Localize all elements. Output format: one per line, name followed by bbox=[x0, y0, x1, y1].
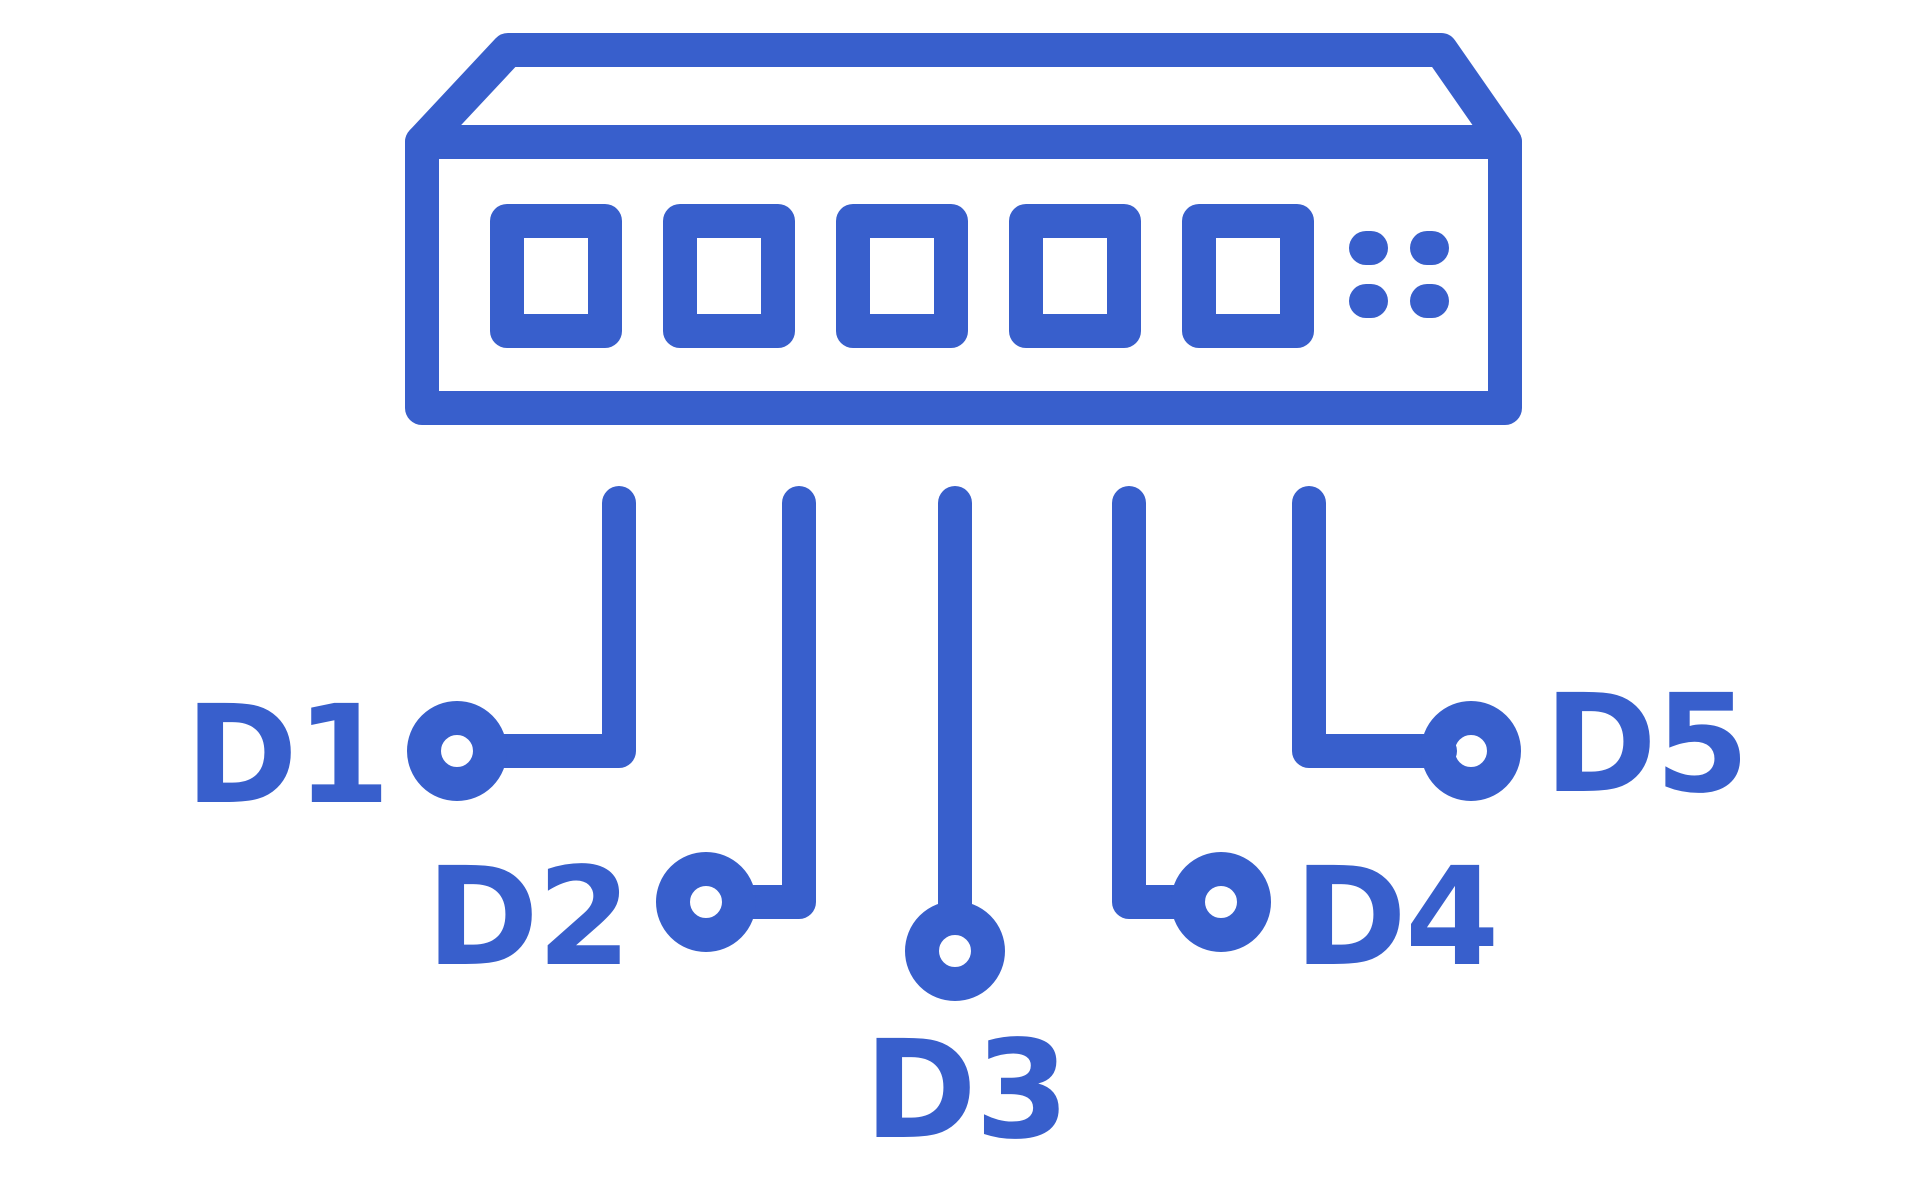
device-label-d1: D1 bbox=[185, 677, 389, 835]
cable-d2 bbox=[723, 486, 816, 919]
device-label-d5: D5 bbox=[1544, 666, 1748, 824]
port-3 bbox=[836, 204, 968, 348]
port-2 bbox=[663, 204, 795, 348]
cable-d5 bbox=[1292, 486, 1457, 768]
device-node-d1 bbox=[407, 701, 507, 801]
device-label-d3: D3 bbox=[864, 1012, 1068, 1170]
device-node-d2 bbox=[656, 852, 756, 952]
switch-front-panel bbox=[405, 125, 1522, 425]
device-node-d5 bbox=[1421, 701, 1521, 801]
port-5 bbox=[1182, 204, 1314, 348]
device-label-d2: D2 bbox=[426, 839, 630, 997]
switch-top-face bbox=[405, 33, 1522, 159]
port-1 bbox=[490, 204, 622, 348]
device-node-d3 bbox=[905, 901, 1005, 1001]
network-switch-icon bbox=[405, 33, 1522, 425]
device-label-d4: D4 bbox=[1294, 839, 1498, 997]
cable-d4 bbox=[1112, 486, 1205, 919]
device-node-d4 bbox=[1171, 852, 1271, 952]
cable-d1 bbox=[473, 486, 636, 768]
port-4 bbox=[1009, 204, 1141, 348]
